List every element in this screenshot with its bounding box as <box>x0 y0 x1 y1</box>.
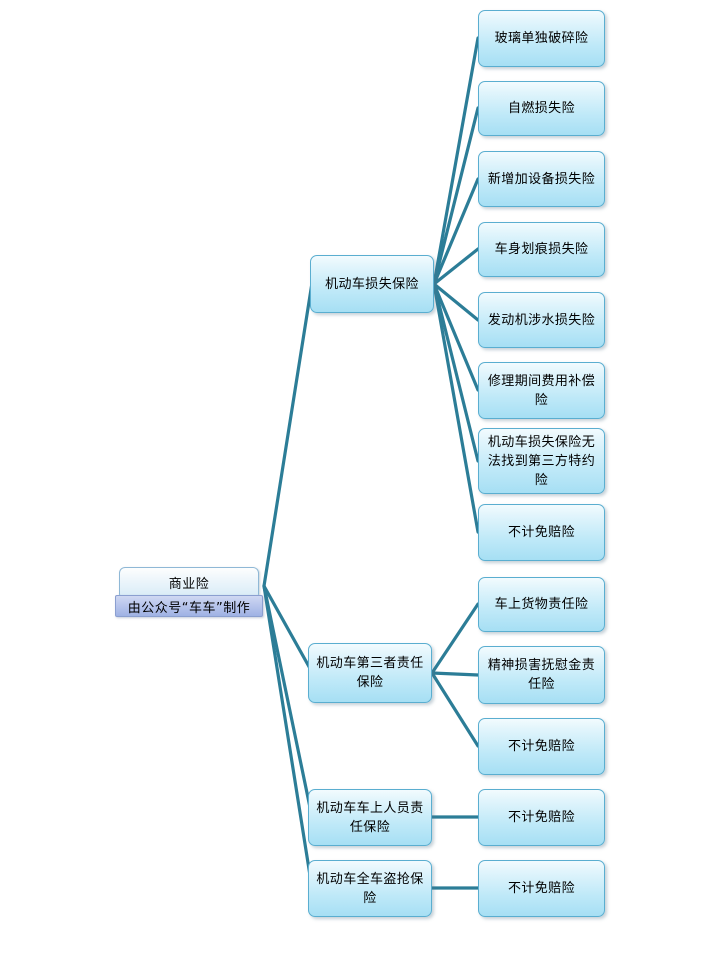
root-title: 商业险 <box>168 576 210 592</box>
leaf-label: 机动车损失保险无 法找到第三方特约 险 <box>487 434 596 488</box>
leaf-label: 不计免赔险 <box>507 881 575 896</box>
leaf-label: 玻璃单独破碎险 <box>494 31 589 46</box>
leaf-label: 车上货物责任险 <box>494 597 589 612</box>
edge-b0-leaf-2 <box>432 177 480 286</box>
edge-b0-leaf-6 <box>432 282 480 463</box>
root-credit-bar[interactable]: 由公众号“车车”制作 <box>115 595 263 617</box>
edge-root-to-branch-0 <box>262 281 314 588</box>
edge-b0-leaf-0 <box>432 36 480 286</box>
leaf-label: 修理期间费用补偿 险 <box>487 373 596 408</box>
edge-b0-leaf-3 <box>432 247 480 286</box>
leaf-node-added-equipment[interactable]: 新增加设备损失险 <box>478 151 605 207</box>
leaf-node-glass-breakage[interactable]: 玻璃单独破碎险 <box>478 10 605 67</box>
leaf-label: 不计免赔险 <box>507 739 575 754</box>
branch-label: 机动车损失保险 <box>325 276 419 292</box>
edge-root-to-branch-1 <box>262 584 314 674</box>
leaf-node-engine-water[interactable]: 发动机涉水损失险 <box>478 292 605 348</box>
leaf-node-repair-period-compensation[interactable]: 修理期间费用补偿 险 <box>478 362 605 419</box>
root-credit-label: 由公众号“车车”制作 <box>127 600 251 616</box>
branch-node-vehicle-damage[interactable]: 机动车损失保险 <box>310 255 434 313</box>
leaf-node-self-ignition[interactable]: 自燃损失险 <box>478 81 605 136</box>
leaf-node-no-third-party-found[interactable]: 机动车损失保险无 法找到第三方特约 险 <box>478 428 605 494</box>
edge-root-to-branch-3 <box>262 584 314 890</box>
leaf-node-deductible-waiver-theft[interactable]: 不计免赔险 <box>478 860 605 917</box>
root-node[interactable]: 商业险 由公众号“车车”制作 <box>115 567 263 617</box>
edge-root-to-branch-2 <box>262 584 314 819</box>
branch-label: 机动车车上人员责 任保险 <box>316 800 424 835</box>
root-title-box[interactable]: 商业险 <box>119 567 259 597</box>
leaf-node-body-scratch[interactable]: 车身划痕损失险 <box>478 222 605 277</box>
edge-b0-leaf-4 <box>432 282 480 322</box>
edge-b0-leaf-5 <box>432 282 480 392</box>
edge-b1-leaf-2 <box>430 671 480 748</box>
edge-b0-leaf-1 <box>432 106 480 286</box>
leaf-label: 发动机涉水损失险 <box>487 312 596 328</box>
branch-node-vehicle-theft[interactable]: 机动车全车盗抢保 险 <box>308 860 432 917</box>
leaf-node-deductible-waiver-third-party[interactable]: 不计免赔险 <box>478 718 605 775</box>
leaf-node-deductible-waiver-personnel[interactable]: 不计免赔险 <box>478 789 605 846</box>
leaf-label: 精神损害抚慰金责 任险 <box>487 658 596 692</box>
leaf-label: 车身划痕损失险 <box>494 242 589 257</box>
edge-b1-leaf-0 <box>430 602 480 675</box>
branch-label: 机动车全车盗抢保 险 <box>316 871 424 906</box>
branch-node-third-party-liability[interactable]: 机动车第三者责任 保险 <box>308 643 432 703</box>
leaf-node-deductible-waiver-damage[interactable]: 不计免赔险 <box>478 504 605 561</box>
edge-b1-leaf-1 <box>430 671 480 677</box>
leaf-label: 自燃损失险 <box>507 101 575 116</box>
leaf-node-cargo-liability[interactable]: 车上货物责任险 <box>478 577 605 632</box>
leaf-label: 不计免赔险 <box>507 810 575 825</box>
branch-node-onboard-personnel-liability[interactable]: 机动车车上人员责 任保险 <box>308 789 432 846</box>
edge-b0-leaf-7 <box>432 282 480 534</box>
leaf-label: 新增加设备损失险 <box>487 171 596 187</box>
branch-label: 机动车第三者责任 保险 <box>316 656 424 690</box>
leaf-label: 不计免赔险 <box>507 525 575 540</box>
leaf-node-mental-distress-liability[interactable]: 精神损害抚慰金责 任险 <box>478 646 605 704</box>
